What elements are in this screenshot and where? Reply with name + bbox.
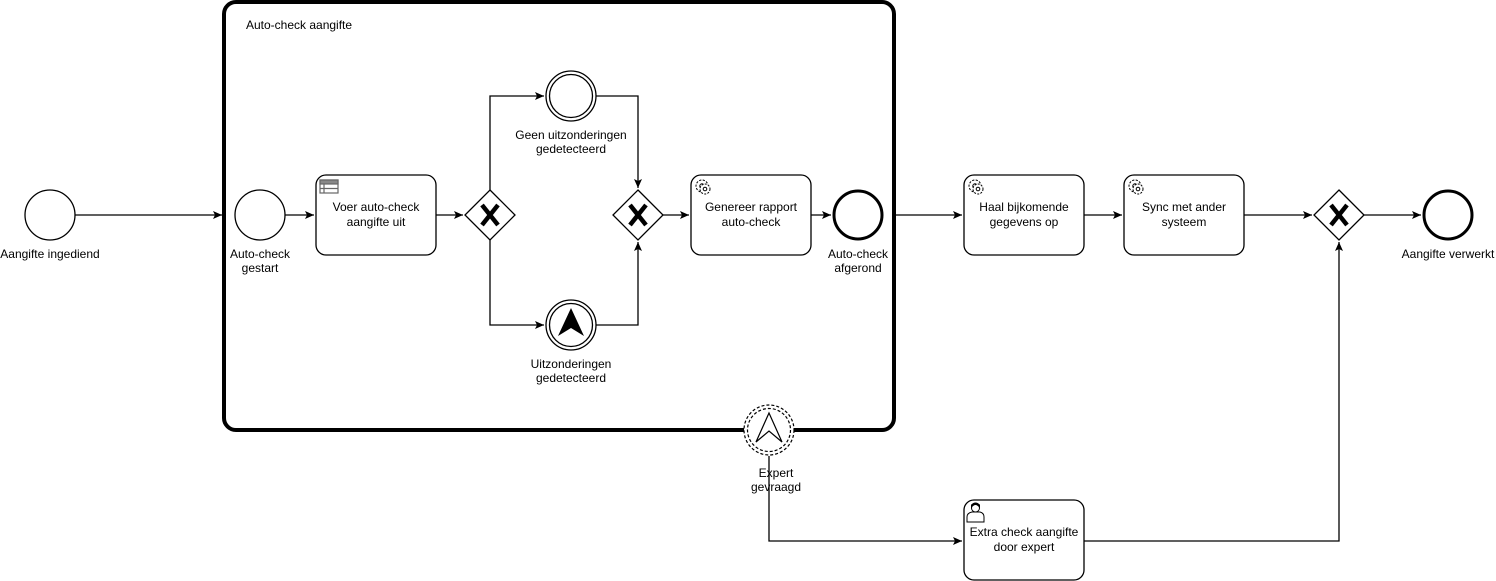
sequence-flows	[75, 92, 1421, 545]
flow-split-to-exceptions[interactable]	[489, 240, 544, 329]
task-label-line2: aangifte uit	[347, 215, 406, 229]
task-label-line1: Haal bijkomende	[979, 200, 1069, 214]
task-voer-auto-check[interactable]: Voer auto-check aangifte uit	[315, 174, 437, 256]
event-label-line1: Auto-check	[828, 247, 889, 261]
x-icon	[1329, 203, 1349, 227]
task-label-line1: Sync met ander	[1142, 200, 1226, 214]
start-event-aangifte-ingediend[interactable]: Aangifte ingediend	[0, 189, 100, 261]
escalation-icon	[755, 411, 783, 443]
task-label-line2: auto-check	[722, 215, 782, 229]
task-label-line2: door expert	[994, 540, 1055, 554]
x-icon	[628, 203, 648, 227]
event-label-line2: gedetecteerd	[536, 371, 606, 385]
event-label: Aangifte verwerkt	[1402, 247, 1495, 261]
task-genereer-rapport[interactable]: Genereer rapport auto-check	[690, 174, 812, 256]
flow-split-to-no-exceptions[interactable]	[489, 92, 544, 190]
event-label-line2: gedetecteerd	[536, 142, 606, 156]
gear-icon	[695, 179, 711, 195]
task-label-line1: Voer auto-check	[333, 200, 421, 214]
event-label-line2: afgerond	[834, 261, 881, 275]
end-event-aangifte-verwerkt[interactable]: Aangifte verwerkt	[1402, 189, 1495, 261]
event-label: Aangifte ingediend	[0, 247, 99, 261]
task-sync-met-ander-systeem[interactable]: Sync met ander systeem	[1123, 174, 1245, 256]
table-icon	[319, 179, 339, 194]
task-label-line1: Genereer rapport	[705, 200, 798, 214]
end-event-auto-check-afgerond[interactable]: Auto-check afgerond	[828, 189, 889, 275]
event-label-line1: Uitzonderingen	[531, 357, 612, 371]
event-label-line1: Auto-check	[230, 247, 291, 261]
task-haal-bijkomende-gegevens[interactable]: Haal bijkomende gegevens op	[963, 174, 1085, 256]
flow-no-exceptions-to-join[interactable]	[596, 95, 642, 188]
task-label-line2: gegevens op	[990, 215, 1059, 229]
event-label-line2: gestart	[242, 261, 279, 275]
task-label-line1: Extra check aangifte	[970, 525, 1079, 539]
exclusive-gateway-join[interactable]	[612, 189, 664, 241]
intermediate-event-uitzonderingen[interactable]: Uitzonderingen gedetecteerd	[531, 299, 612, 385]
task-extra-check-expert[interactable]: Extra check aangifte door expert	[963, 499, 1085, 581]
event-label-line1: Expert	[759, 466, 794, 480]
event-label-line1: Geen uitzonderingen	[515, 128, 626, 142]
subprocess-auto-check-aangifte[interactable]: Auto-check aangifte	[222, 0, 896, 432]
gear-icon	[1128, 179, 1144, 195]
intermediate-event-geen-uitzonderingen[interactable]: Geen uitzonderingen gedetecteerd	[515, 70, 627, 156]
flow-expert-to-gateway[interactable]	[1084, 242, 1343, 542]
flow-exceptions-to-join[interactable]	[596, 242, 642, 326]
subprocess-label: Auto-check aangifte	[246, 18, 352, 32]
flow-boundary-to-expert[interactable]	[768, 456, 962, 545]
gear-icon	[968, 179, 984, 195]
boundary-event-expert-gevraagd[interactable]: Expert gevraagd	[743, 404, 801, 494]
task-label-line2: systeem	[1162, 215, 1207, 229]
escalation-icon	[558, 308, 584, 336]
start-event-auto-check-gestart[interactable]: Auto-check gestart	[230, 189, 291, 275]
exclusive-gateway-final[interactable]	[1313, 189, 1365, 241]
exclusive-gateway-split[interactable]	[464, 189, 516, 241]
x-icon	[480, 203, 500, 227]
user-icon	[966, 502, 985, 523]
event-label-line2: gevraagd	[751, 480, 801, 494]
